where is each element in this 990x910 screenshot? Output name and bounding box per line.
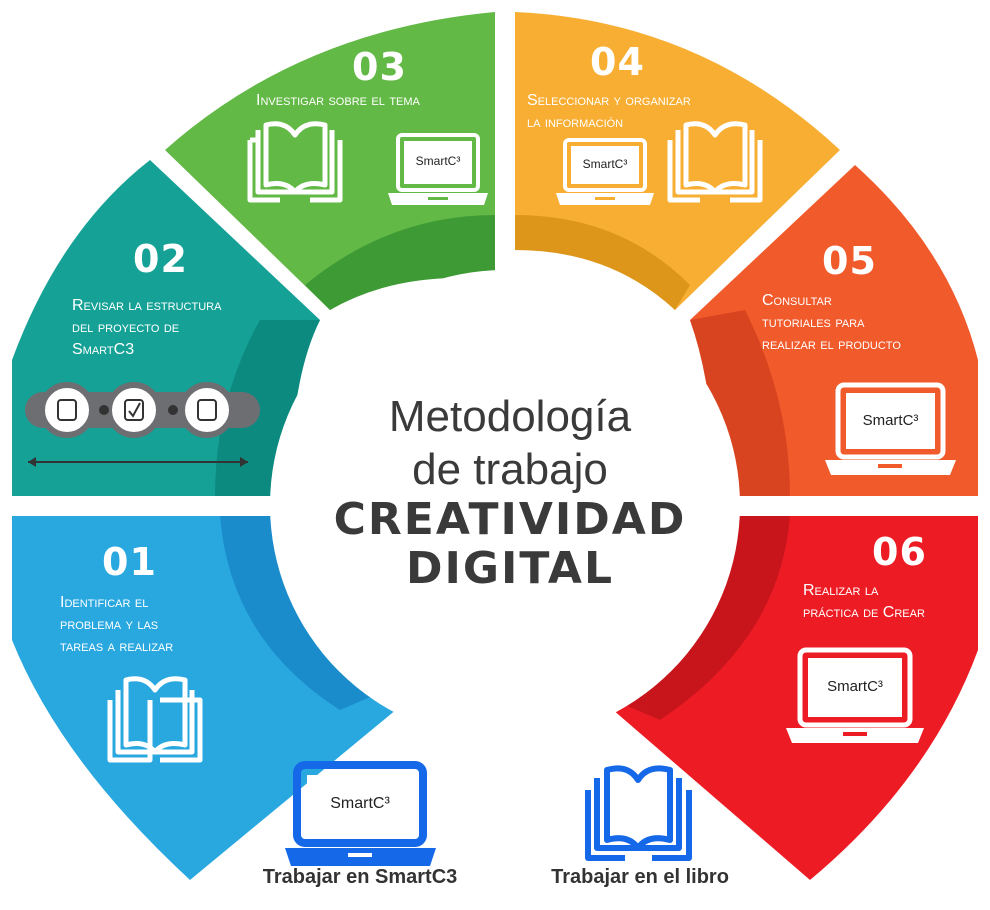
brand-label-06: SmartC³ <box>827 678 883 695</box>
center-title-line-3: CREATIVIDAD <box>333 494 687 545</box>
legend-book-icon <box>585 765 692 861</box>
step-03-line-1: Investigar sobre el tema <box>256 92 420 109</box>
step-05-description: Consultar tutoriales para realizar el pr… <box>762 290 901 356</box>
step-04-line-2: la información <box>527 114 624 131</box>
process-icons <box>25 382 260 467</box>
step-02-line-1: Revisar la estructura <box>72 297 222 314</box>
laptop-icon-05 <box>825 382 956 475</box>
segment-02-inner <box>215 320 320 496</box>
segment-04-inner <box>515 215 690 310</box>
step-05-line-1: Consultar <box>762 292 832 309</box>
step-02-line-2: del proyecto de <box>72 319 180 336</box>
segment-03-inner <box>305 215 495 310</box>
center-circle <box>270 270 740 740</box>
step-05-number: 05 <box>822 239 877 283</box>
step-04-line-1: Seleccionar y organizar <box>527 92 691 109</box>
step-03-description: Investigar sobre el tema <box>256 90 420 112</box>
step-06-line-1: Realizar la <box>803 582 879 599</box>
step-02-description: Revisar la estructura del proyecto de Sm… <box>72 295 221 361</box>
step-05-line-2: tutoriales para <box>762 314 865 331</box>
step-06-line-2: práctica de Crear <box>803 604 925 621</box>
step-06-number: 06 <box>872 530 927 574</box>
brand-label-03: SmartC³ <box>415 154 461 168</box>
center-title-line-4: DIGITAL <box>405 543 615 594</box>
laptop-icon-06 <box>786 647 924 743</box>
center-title-line-2: de trabajo <box>412 445 608 494</box>
step-01-line-1: Identificar el <box>60 594 149 611</box>
step-01-line-3: tareas a realizar <box>60 638 174 655</box>
step-01-line-2: problema y las <box>60 616 159 633</box>
step-01-number: 01 <box>102 540 157 584</box>
book-icon-03 <box>247 121 343 203</box>
book-icon-04 <box>667 121 763 203</box>
book-icon-01 <box>107 676 203 763</box>
legend-libro-label: Trabajar en el libro <box>551 866 729 888</box>
step-06-description: Realizar la práctica de Crear <box>803 580 925 624</box>
brand-label-05: SmartC³ <box>862 412 919 429</box>
step-04-number: 04 <box>590 40 645 84</box>
step-02-number: 02 <box>133 237 188 281</box>
step-01-description: Identificar el problema y las tareas a r… <box>60 592 173 658</box>
step-05-line-3: realizar el producto <box>762 336 901 353</box>
legend-laptop-icon <box>285 761 436 866</box>
step-02-line-3: SmartC3 <box>72 341 135 358</box>
brand-label-legend: SmartC³ <box>330 795 390 812</box>
legend-smartc3-label: Trabajar en SmartC3 <box>262 866 458 888</box>
center-title-line-1: Metodología <box>388 392 632 441</box>
laptop-icon-04 <box>556 138 654 205</box>
laptop-icon-03 <box>388 133 488 205</box>
brand-label-04: SmartC³ <box>582 157 628 171</box>
step-03-number: 03 <box>352 45 407 89</box>
step-04-description: Seleccionar y organizar la información <box>527 90 691 134</box>
